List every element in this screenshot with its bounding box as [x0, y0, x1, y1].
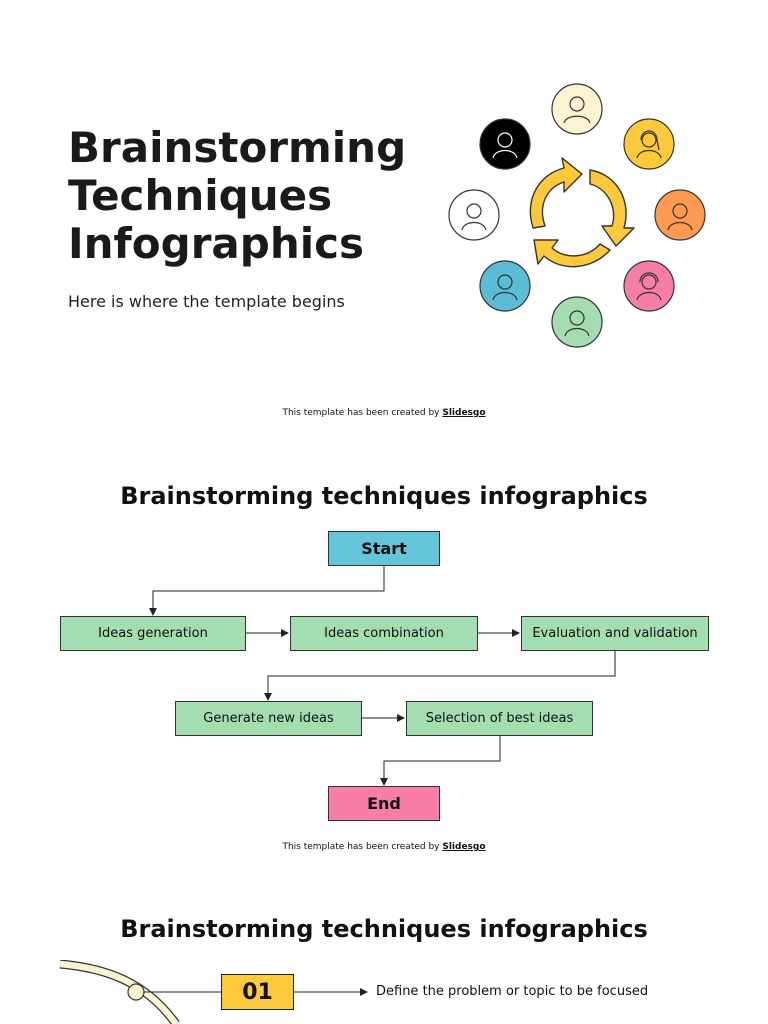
cycle-arrows-icon — [529, 157, 635, 268]
credit-prefix: This template has been created by — [282, 408, 443, 418]
step-description: Define the problem or topic to be focuse… — [376, 984, 649, 999]
credit-line: This template has been created by Slides… — [0, 408, 768, 418]
hero-subtitle: Here is where the template begins — [68, 292, 345, 311]
flow-generate-new-ideas: Generate new ideas — [175, 701, 362, 736]
timeline-node-icon — [127, 983, 145, 1001]
slidesgo-link[interactable]: Slidesgo — [442, 842, 486, 852]
slidesgo-link[interactable]: Slidesgo — [442, 408, 486, 418]
flowchart-connectors — [149, 566, 616, 786]
avatar-baby — [479, 118, 531, 170]
team-cycle-illustration — [448, 83, 706, 348]
flow-evaluation-validation: Evaluation and validation — [521, 616, 709, 651]
avatar-man-short-hair — [654, 189, 706, 241]
flow-ideas-generation: Ideas generation — [60, 616, 246, 651]
flow-end: End — [328, 786, 440, 821]
slide3-heading: Brainstorming techniques infographics — [120, 915, 648, 943]
slide2-heading: Brainstorming techniques infographics — [120, 482, 648, 510]
avatar-man — [448, 189, 500, 241]
flow-start: Start — [328, 531, 440, 566]
avatar-man-glasses — [479, 260, 531, 312]
step-number-badge: 01 — [221, 974, 294, 1010]
credit-prefix: This template has been created by — [282, 842, 443, 852]
avatar-woman-glasses — [551, 83, 603, 135]
hero-title: Brainstorming Techniques Infographics — [68, 123, 407, 268]
avatar-woman-long-hair — [623, 118, 675, 170]
avatar-woman-braid — [551, 296, 603, 348]
flow-selection-best-ideas: Selection of best ideas — [406, 701, 593, 736]
flow-ideas-combination: Ideas combination — [290, 616, 478, 651]
timeline-arc — [59, 960, 368, 1024]
credit-line-2: This template has been created by Slides… — [0, 842, 768, 852]
avatar-person-headphones — [623, 260, 675, 312]
